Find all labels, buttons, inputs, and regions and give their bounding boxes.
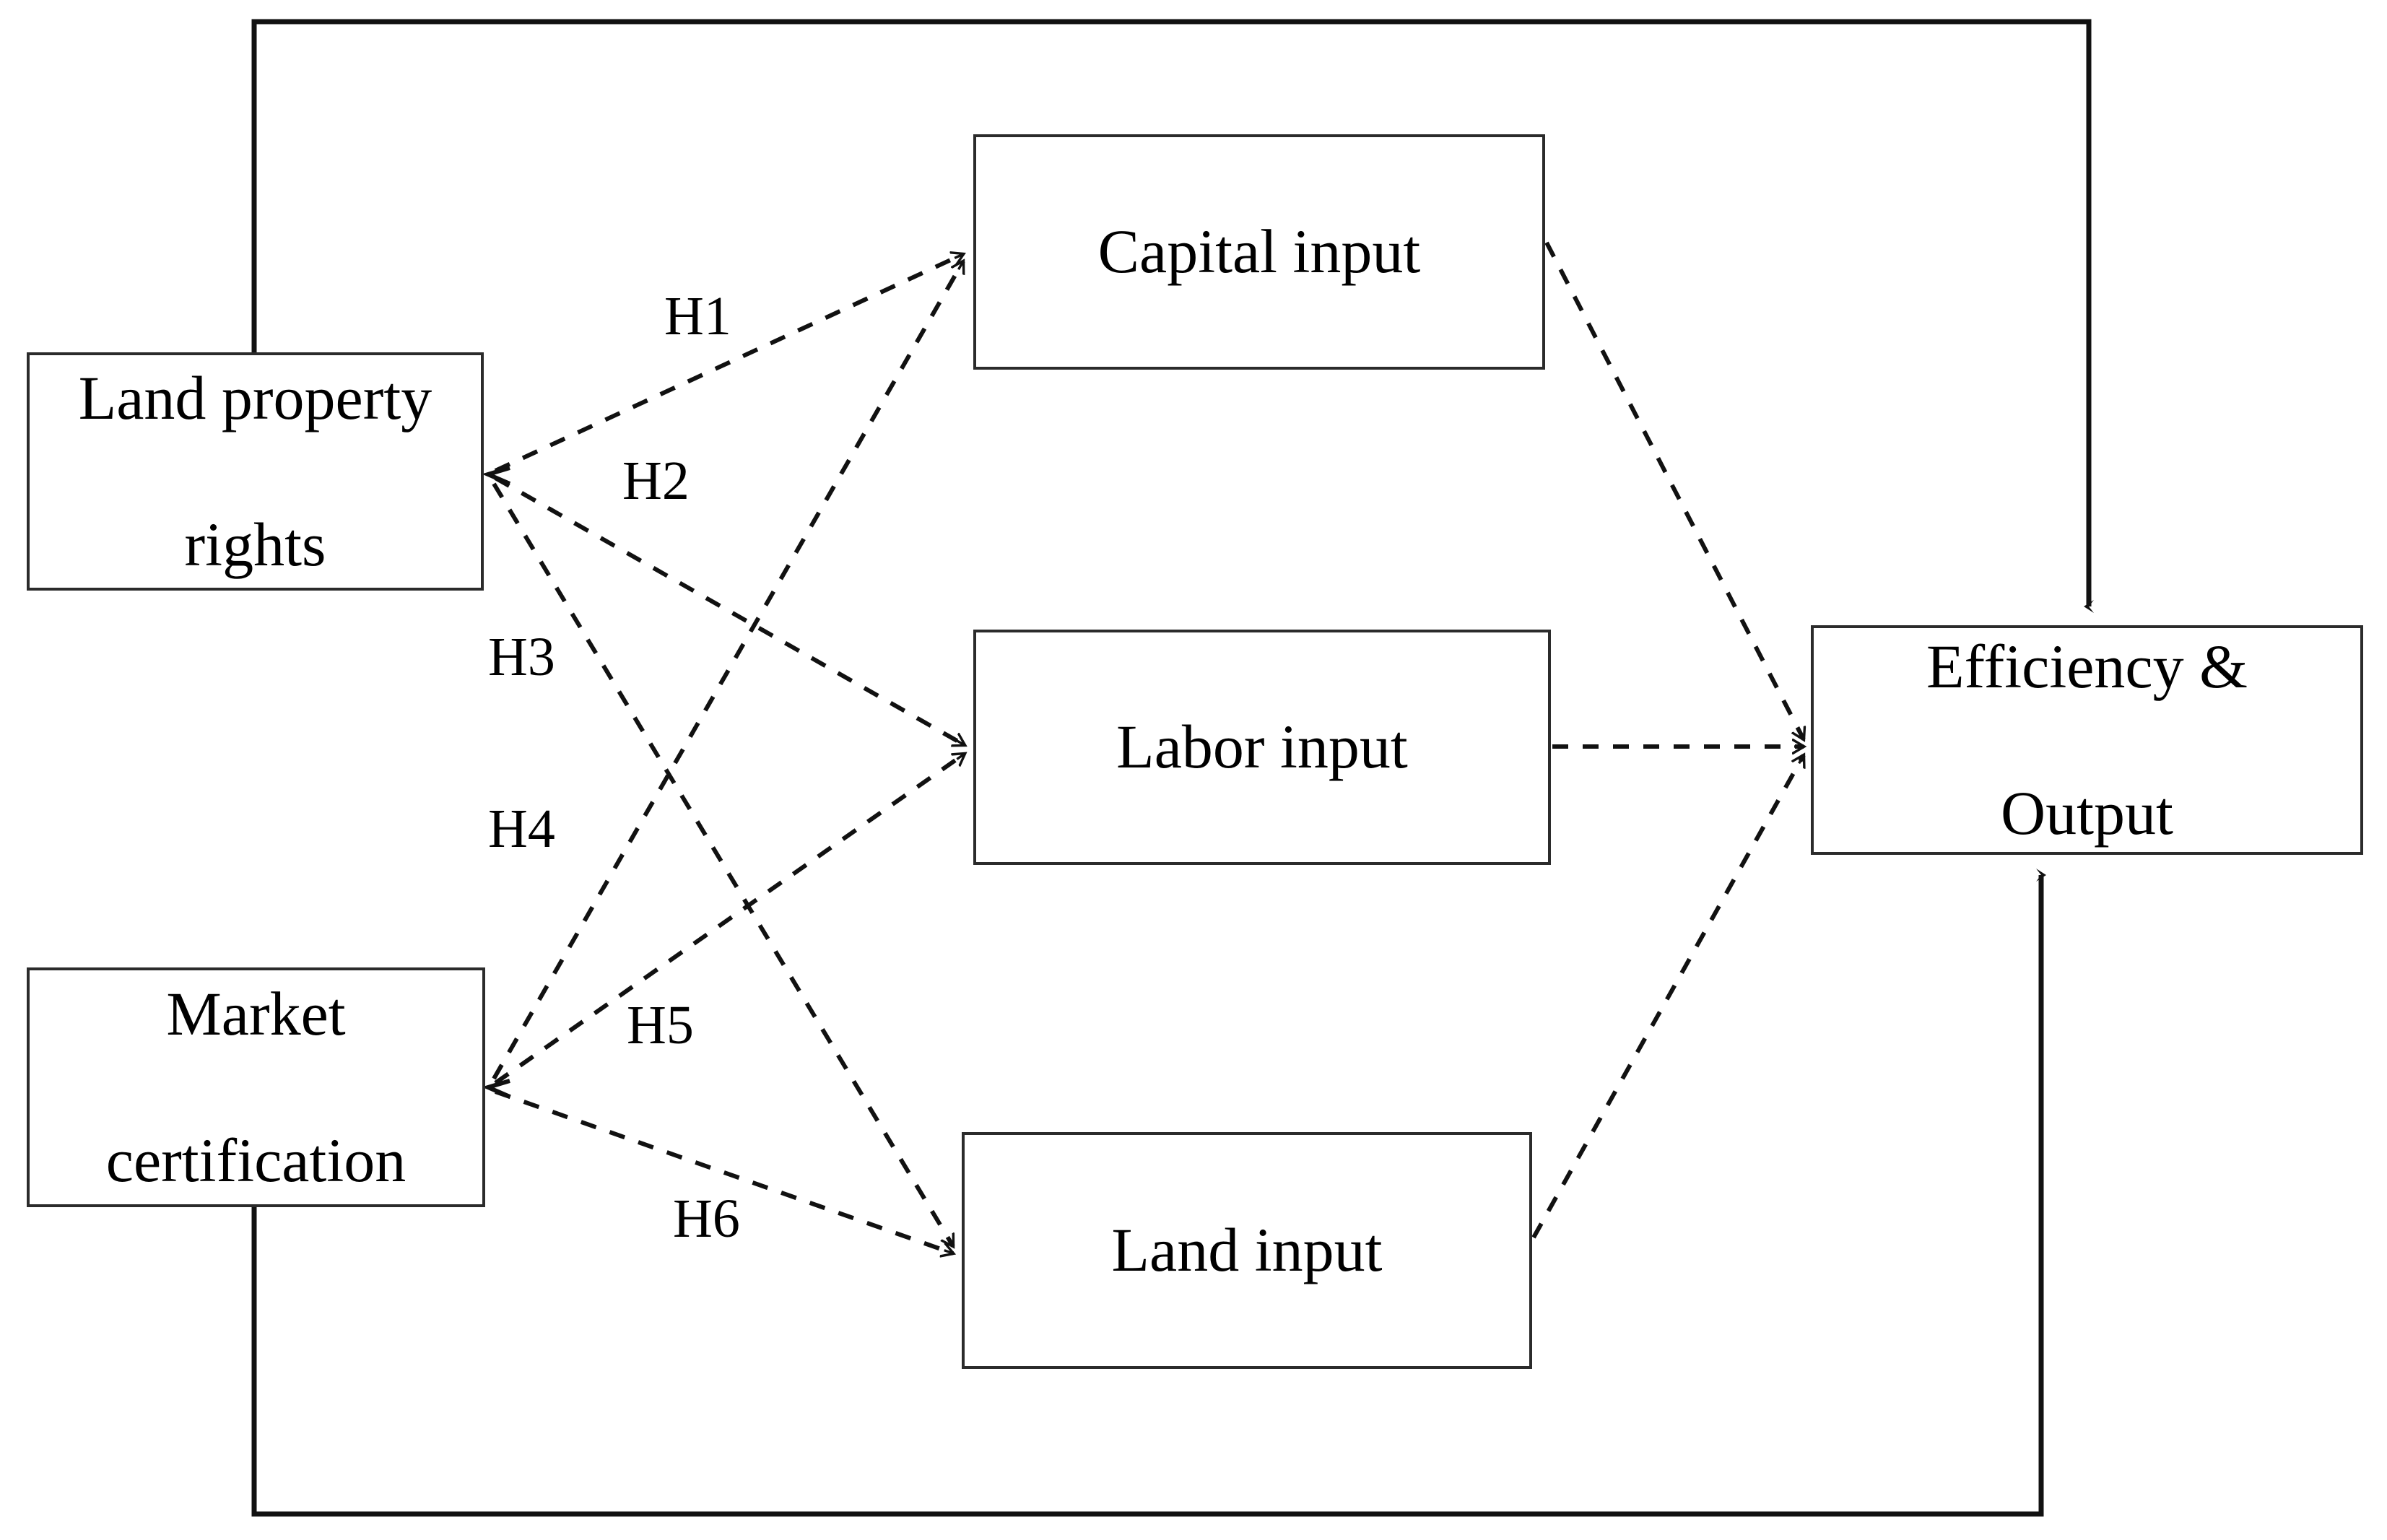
node-market-certification-line1: Market	[166, 978, 346, 1048]
edge-H4-mc-to-capital	[492, 261, 965, 1080]
node-land-property-rights-line1: Land property	[78, 362, 432, 432]
edge-H2-lpr-to-labor	[494, 476, 965, 747]
node-efficiency-output[interactable]: Efficiency & Output	[1811, 625, 2363, 855]
edge-capital-to-efficiency	[1544, 241, 1804, 739]
node-market-certification-label: Market certification	[92, 978, 420, 1197]
node-efficiency-output-line1: Efficiency &	[1926, 631, 2248, 701]
node-market-certification-line2: certification	[105, 1125, 406, 1195]
node-land-property-rights-label: Land property rights	[64, 362, 447, 581]
node-efficiency-output-line2: Output	[2001, 778, 2173, 848]
edge-H3-lpr-to-land	[492, 482, 955, 1246]
node-labor-input-label: Labor input	[1116, 712, 1408, 782]
node-land-property-rights[interactable]: Land property rights	[27, 352, 484, 591]
hypothesis-label-h2: H2	[622, 451, 690, 511]
hypothesis-label-h5: H5	[627, 995, 694, 1056]
node-land-input-label: Land input	[1111, 1215, 1383, 1285]
hypothesis-label-h6: H6	[673, 1188, 740, 1249]
hypothesis-label-h1: H1	[664, 286, 731, 347]
node-labor-input[interactable]: Labor input	[973, 630, 1551, 865]
node-efficiency-output-label: Efficiency & Output	[1912, 630, 2262, 850]
node-land-input[interactable]: Land input	[962, 1132, 1532, 1369]
edge-H5-mc-to-labor	[494, 754, 965, 1085]
node-market-certification[interactable]: Market certification	[27, 967, 485, 1207]
node-land-property-rights-line2: rights	[184, 509, 326, 579]
node-capital-input[interactable]: Capital input	[973, 134, 1545, 370]
edge-land-to-efficiency	[1531, 755, 1806, 1239]
hypothesis-label-h4: H4	[488, 799, 555, 859]
node-capital-input-label: Capital input	[1097, 217, 1421, 287]
hypothesis-label-h3: H3	[488, 627, 555, 687]
fan-origin-lpr-arrowhead	[482, 466, 511, 486]
fan-origin-mc-arrowhead	[482, 1079, 511, 1099]
